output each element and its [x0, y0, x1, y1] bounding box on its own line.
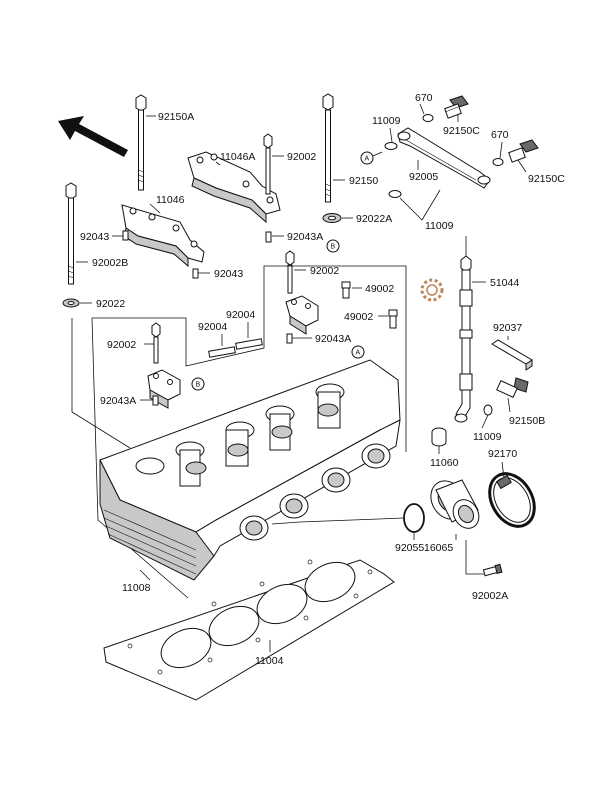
- dowel-pin-92043-left: [122, 230, 129, 241]
- dowel-pin-92043A-left: [152, 395, 159, 406]
- callout-b-lower: B: [191, 377, 205, 391]
- label-92022A: 92022A: [356, 213, 392, 225]
- label-92043A-mid: 92043A: [315, 333, 351, 345]
- label-49002-a: 49002: [365, 283, 394, 295]
- bolt-92150: [322, 93, 334, 203]
- screw-92002A: [482, 563, 503, 577]
- label-92170: 92170: [488, 448, 517, 460]
- o-ring-670-a: [422, 114, 434, 122]
- label-16065: 16065: [424, 542, 453, 554]
- label-92150A: 92150A: [158, 111, 194, 123]
- callout-a-mid: A: [351, 345, 365, 359]
- fins: [103, 509, 197, 575]
- bolt-92002-mid: [285, 250, 295, 294]
- label-92043A-top: 92043A: [287, 231, 323, 243]
- bolt-92150A: [135, 94, 147, 191]
- label-92043-left: 92043: [80, 231, 109, 243]
- clamp-92170: [488, 472, 536, 528]
- label-92150B: 92150B: [509, 415, 545, 427]
- stud-92004-b: [235, 338, 263, 350]
- head-gasket-11004: [103, 559, 395, 701]
- camshaft-cap-11046A: [187, 151, 281, 224]
- label-92043-mid: 92043: [214, 268, 243, 280]
- stud-92004-a: [208, 346, 236, 358]
- gasket-11009-low: [483, 404, 493, 416]
- label-92004-a: 92004: [198, 321, 227, 333]
- label-11004: 11004: [255, 655, 284, 667]
- banjo-bolt-92150C-b: [508, 139, 539, 163]
- gear-icon: [420, 278, 444, 302]
- callout-b-upper: B: [326, 239, 340, 253]
- label-92002-top: 92002: [287, 151, 316, 163]
- label-92002-mid: 92002: [310, 265, 339, 277]
- label-11009-mid: 11009: [425, 220, 454, 232]
- label-92004-b: 92004: [226, 309, 255, 321]
- cap-small-mid: [285, 295, 319, 335]
- svg-text:B: B: [331, 244, 336, 251]
- o-ring-670-b: [492, 158, 504, 166]
- label-92037: 92037: [493, 322, 522, 334]
- cap-small-left: [147, 369, 181, 409]
- banjo-bolt-92150B: [496, 377, 529, 398]
- camshaft-cap-11046: [121, 204, 205, 268]
- label-92150C-b: 92150C: [528, 173, 565, 185]
- label-92005: 92005: [409, 171, 438, 183]
- label-92055: 92055: [395, 542, 424, 554]
- label-11046A: 11046A: [220, 151, 255, 163]
- cylinder-head-11008: [99, 359, 401, 581]
- dowel-pin-92043-mid: [192, 268, 199, 279]
- gasket-11009-top: [384, 142, 398, 150]
- o-ring-92055: [403, 503, 425, 533]
- label-92043A-left: 92043A: [100, 395, 136, 407]
- dowel-pin-92043A-mid: [286, 333, 293, 344]
- label-11009-low: 11009: [473, 431, 502, 443]
- svg-text:A: A: [356, 350, 361, 357]
- label-51044: 51044: [490, 277, 519, 289]
- label-670-b: 670: [491, 129, 509, 141]
- plug-49002-b: [388, 309, 398, 329]
- plate-92037: [491, 339, 533, 371]
- svg-text:B: B: [196, 382, 201, 389]
- label-11008: 11008: [122, 582, 151, 594]
- label-92022: 92022: [96, 298, 125, 310]
- plug-49002-a: [341, 281, 351, 299]
- front-direction-arrow: [58, 116, 128, 157]
- bolt-92002B: [65, 182, 77, 285]
- bolt-92002-top: [263, 133, 273, 195]
- cam-journals: [135, 383, 345, 487]
- label-92150: 92150: [349, 175, 378, 187]
- gasket-11009-mid: [388, 190, 402, 198]
- label-49002-b: 49002: [344, 311, 373, 323]
- bolt-92002-left: [151, 322, 161, 364]
- oil-pipe-51044: [454, 255, 473, 423]
- dowel-pin-92043A-top: [265, 231, 272, 243]
- intake-ports: [239, 443, 391, 541]
- banjo-bolt-92150C-a: [444, 95, 469, 119]
- label-11060: 11060: [430, 457, 459, 469]
- label-92002-left: 92002: [107, 339, 136, 351]
- callout-a-upper: A: [360, 151, 374, 165]
- oil-pipe-assembly: [397, 127, 491, 189]
- carburetor-holder-16065: [430, 479, 480, 529]
- label-92002A: 92002A: [472, 590, 508, 602]
- svg-text:A: A: [365, 156, 370, 163]
- label-11009-top: 11009: [372, 115, 401, 127]
- label-92002B: 92002B: [92, 257, 128, 269]
- label-92150C-a: 92150C: [443, 125, 480, 137]
- label-670-a: 670: [415, 92, 433, 104]
- label-11046: 11046: [156, 194, 185, 206]
